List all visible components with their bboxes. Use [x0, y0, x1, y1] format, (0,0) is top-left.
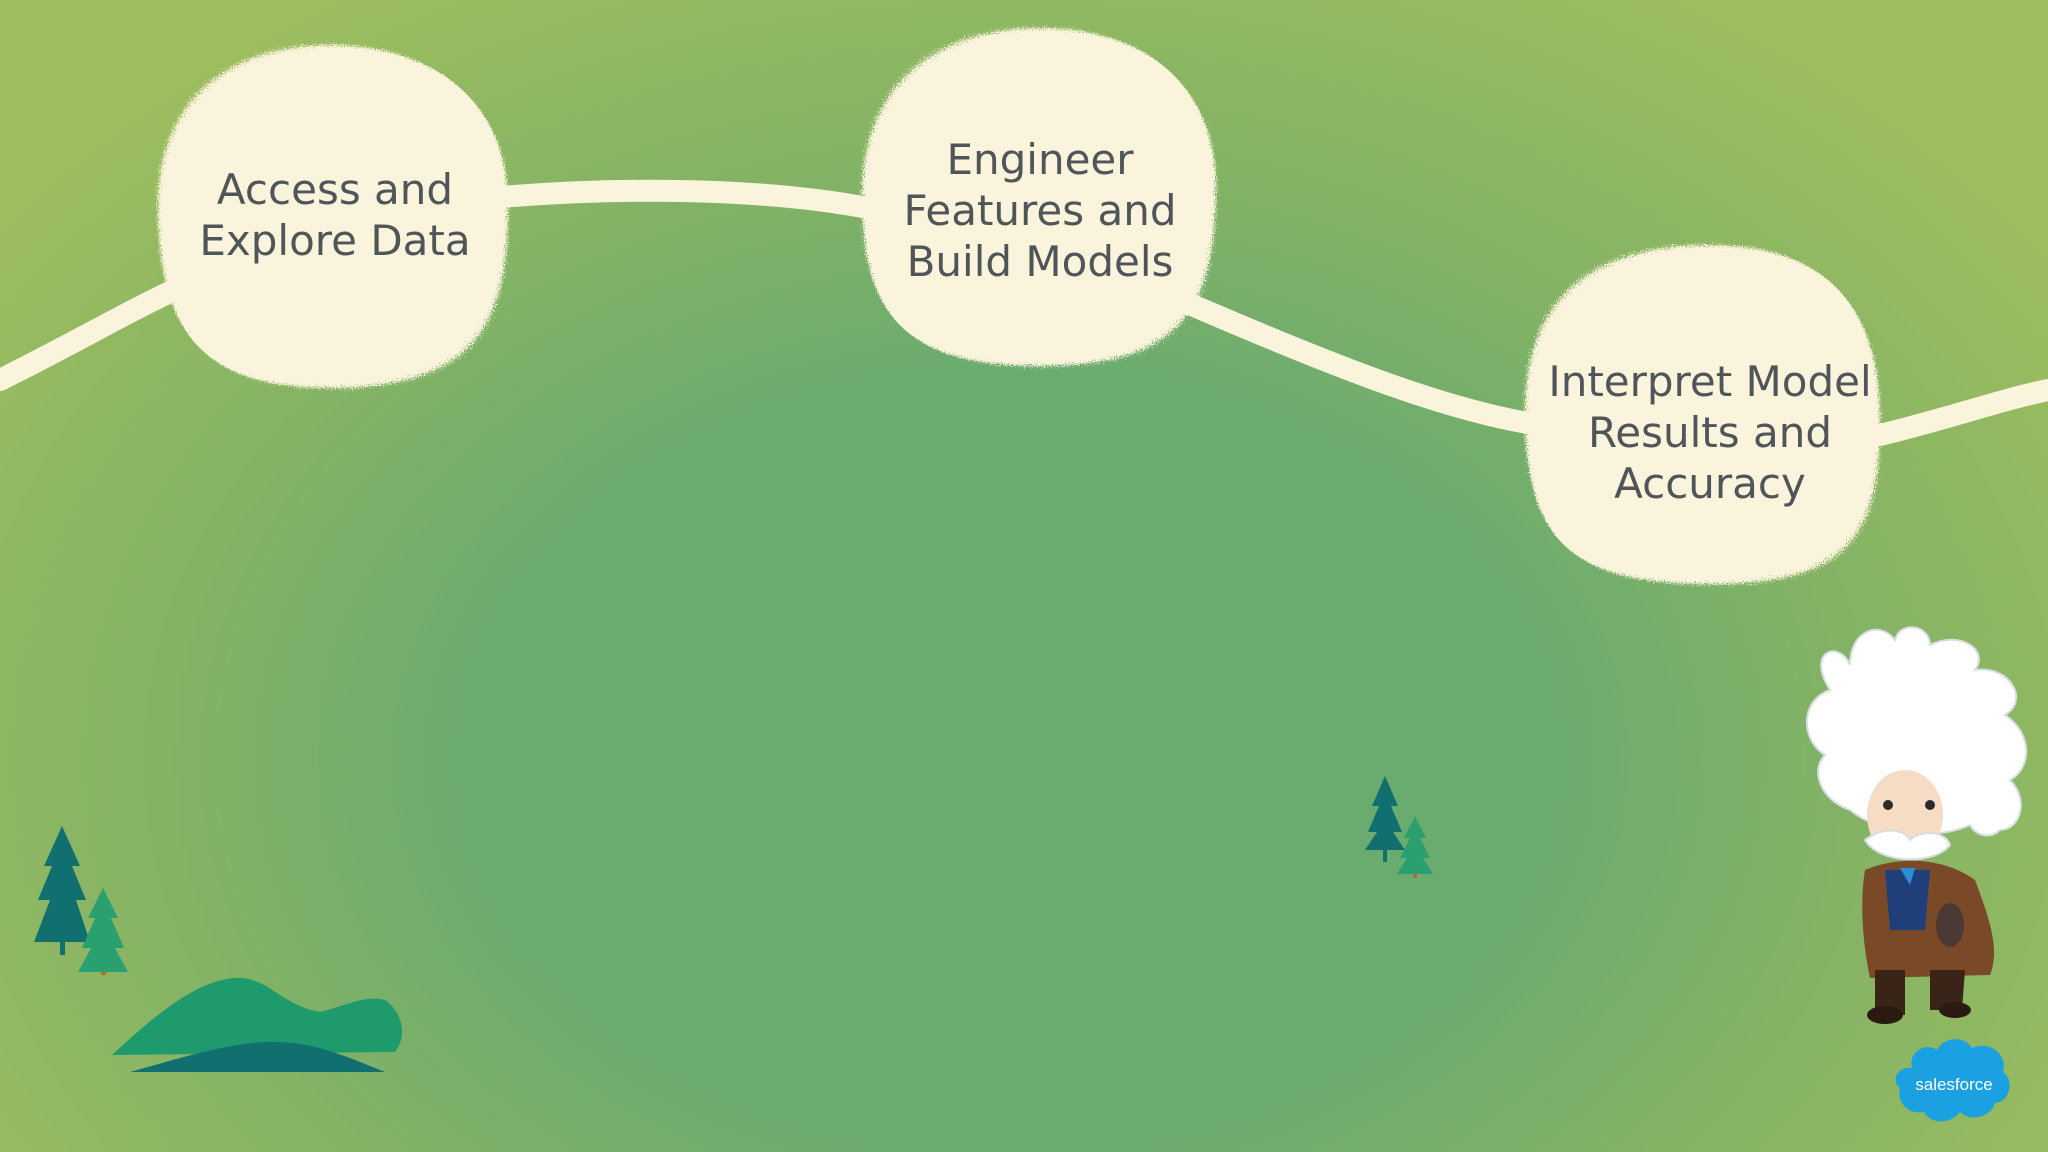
step-2-line-1: Engineer: [946, 134, 1134, 184]
step-3-line-2: Results and: [1587, 408, 1832, 457]
trees-middle-icon: [1365, 776, 1433, 878]
step-bubble-1: [157, 45, 508, 388]
step-2-line-2: Features and: [903, 185, 1177, 235]
step-label-2: Engineer Features and Build Models: [880, 100, 1200, 320]
step-3-line-3: Accuracy: [1614, 459, 1806, 508]
hills-icon: [112, 977, 403, 1072]
step-1-line-2: Explore Data: [199, 216, 471, 265]
einstein-mascot: [1805, 626, 2028, 1024]
salesforce-logo: salesforce: [1895, 1039, 2010, 1122]
salesforce-logo-text: salesforce: [1915, 1075, 1992, 1094]
step-label-3: Interpret Model Results and Accuracy: [1530, 325, 1890, 540]
step-1-line-1: Access and: [216, 165, 454, 214]
step-label-1: Access and Explore Data: [170, 130, 500, 300]
step-2-line-3: Build Models: [906, 236, 1174, 286]
step-bubble-2: [862, 28, 1217, 366]
step-bubble-3: [1524, 245, 1880, 584]
journey-path: [0, 179, 2048, 446]
step-3-line-1: Interpret Model: [1548, 357, 1872, 406]
trees-left-icon: [34, 826, 128, 975]
